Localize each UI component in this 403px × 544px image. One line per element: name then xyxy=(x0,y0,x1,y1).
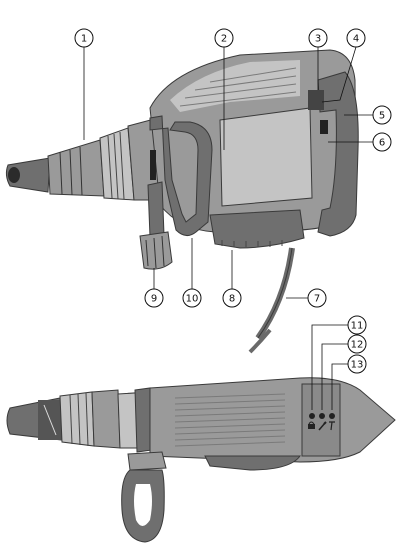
svg-text:6: 6 xyxy=(379,138,385,149)
callout-5: 5 xyxy=(344,105,392,125)
svg-text:9: 9 xyxy=(151,294,157,305)
hammer-top-view xyxy=(6,377,396,543)
callout-10: 10 xyxy=(182,238,202,308)
svg-text:10: 10 xyxy=(186,294,199,305)
svg-text:11: 11 xyxy=(351,321,364,332)
indicator-lamp-lock xyxy=(309,413,315,419)
svg-text:8: 8 xyxy=(229,294,235,305)
callout-6: 6 xyxy=(328,132,392,152)
chisel-rotate-icon xyxy=(329,421,335,431)
hammer-side-view xyxy=(5,49,359,354)
svg-text:5: 5 xyxy=(379,111,385,122)
indicator-lamp-chisel xyxy=(319,413,325,419)
svg-text:2: 2 xyxy=(221,34,227,45)
lock-icon xyxy=(308,421,315,429)
callout-4: 4 xyxy=(321,28,366,103)
chisel-icon xyxy=(318,421,327,431)
callout-7: 7 xyxy=(286,288,327,308)
indicator-lamp-rotate xyxy=(329,413,335,419)
callout-8: 8 xyxy=(222,250,242,308)
svg-text:7: 7 xyxy=(314,294,320,305)
svg-text:3: 3 xyxy=(315,34,321,45)
svg-text:13: 13 xyxy=(351,360,364,371)
svg-text:1: 1 xyxy=(81,34,87,45)
callout-1: 1 xyxy=(74,28,94,140)
callout-11: 11 xyxy=(311,315,367,410)
callout-2: 2 xyxy=(214,28,234,150)
callout-12: 12 xyxy=(321,334,367,410)
callout-3: 3 xyxy=(308,28,328,90)
svg-text:12: 12 xyxy=(351,340,364,351)
callout-13: 13 xyxy=(331,354,367,410)
callout-9: 9 xyxy=(144,268,164,308)
indicator-panel xyxy=(301,383,341,457)
svg-text:4: 4 xyxy=(353,34,359,45)
